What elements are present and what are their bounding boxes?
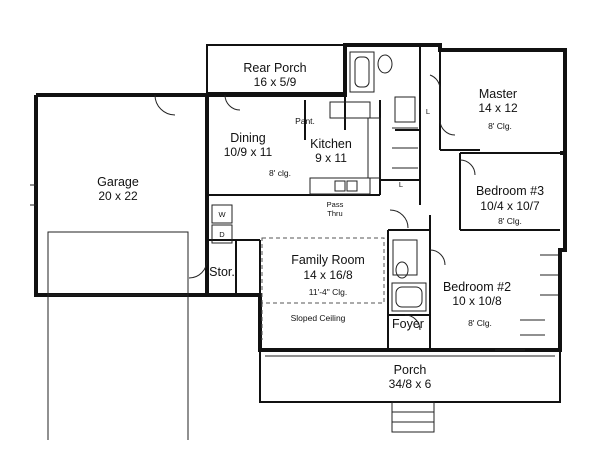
label-pantry: Pant.: [295, 116, 315, 126]
door-swings: [154, 74, 476, 331]
dims-family-room: 14 x 16/8: [303, 268, 353, 282]
dims-porch: 34/8 x 6: [389, 377, 432, 391]
ceiling-master: 8' Clg.: [488, 121, 512, 131]
label-master: Master: [479, 87, 517, 101]
label-bedroom3: Bedroom #3: [476, 184, 544, 198]
room-labels: Rear Porch 16 x 5/9 Master 14 x 12 8' Cl…: [97, 61, 544, 391]
dims-rear-porch: 16 x 5/9: [254, 75, 297, 89]
closet-shelving: [392, 127, 558, 336]
garage-driveway: [47, 231, 189, 440]
label-rear-porch: Rear Porch: [243, 61, 306, 75]
label-porch: Porch: [394, 363, 427, 377]
interior-walls: [207, 45, 560, 350]
ceiling-kitchen: 8' clg.: [269, 168, 291, 178]
label-family-room: Family Room: [291, 253, 365, 267]
front-porch: [259, 349, 561, 433]
label-pass-thru-1: Pass: [327, 200, 344, 209]
laundry-appliances: [211, 204, 233, 244]
ceiling-bedroom2: 8' Clg.: [468, 318, 492, 328]
label-dryer: D: [219, 230, 225, 239]
label-storage: Stor.: [209, 265, 235, 279]
dims-master: 14 x 12: [478, 101, 518, 115]
label-bedroom2: Bedroom #2: [443, 280, 511, 294]
label-linen-2: L: [399, 180, 403, 189]
dims-garage: 20 x 22: [98, 189, 138, 203]
label-dining: Dining: [230, 131, 265, 145]
ceiling-bedroom3: 8' Clg.: [498, 216, 522, 226]
label-washer: W: [218, 210, 226, 219]
dims-bedroom2: 10 x 10/8: [452, 294, 502, 308]
kitchen-counters: [309, 101, 381, 195]
label-kitchen: Kitchen: [310, 137, 352, 151]
label-garage: Garage: [97, 175, 139, 189]
ceiling-family-room: 11'-4" Clg.: [309, 287, 348, 297]
dims-bedroom3: 10/4 x 10/7: [480, 199, 540, 213]
windows: [30, 184, 525, 351]
bath-fixtures: [349, 51, 427, 312]
label-linen-1: L: [426, 107, 430, 116]
dims-dining: 10/9 x 11: [224, 145, 273, 159]
note-sloped-ceiling: Sloped Ceiling: [291, 313, 346, 323]
family-room-dashed: [261, 237, 385, 340]
dims-kitchen: 9 x 11: [315, 151, 347, 165]
label-pass-thru-2: Thru: [327, 209, 342, 218]
label-foyer: Foyer: [392, 317, 424, 331]
